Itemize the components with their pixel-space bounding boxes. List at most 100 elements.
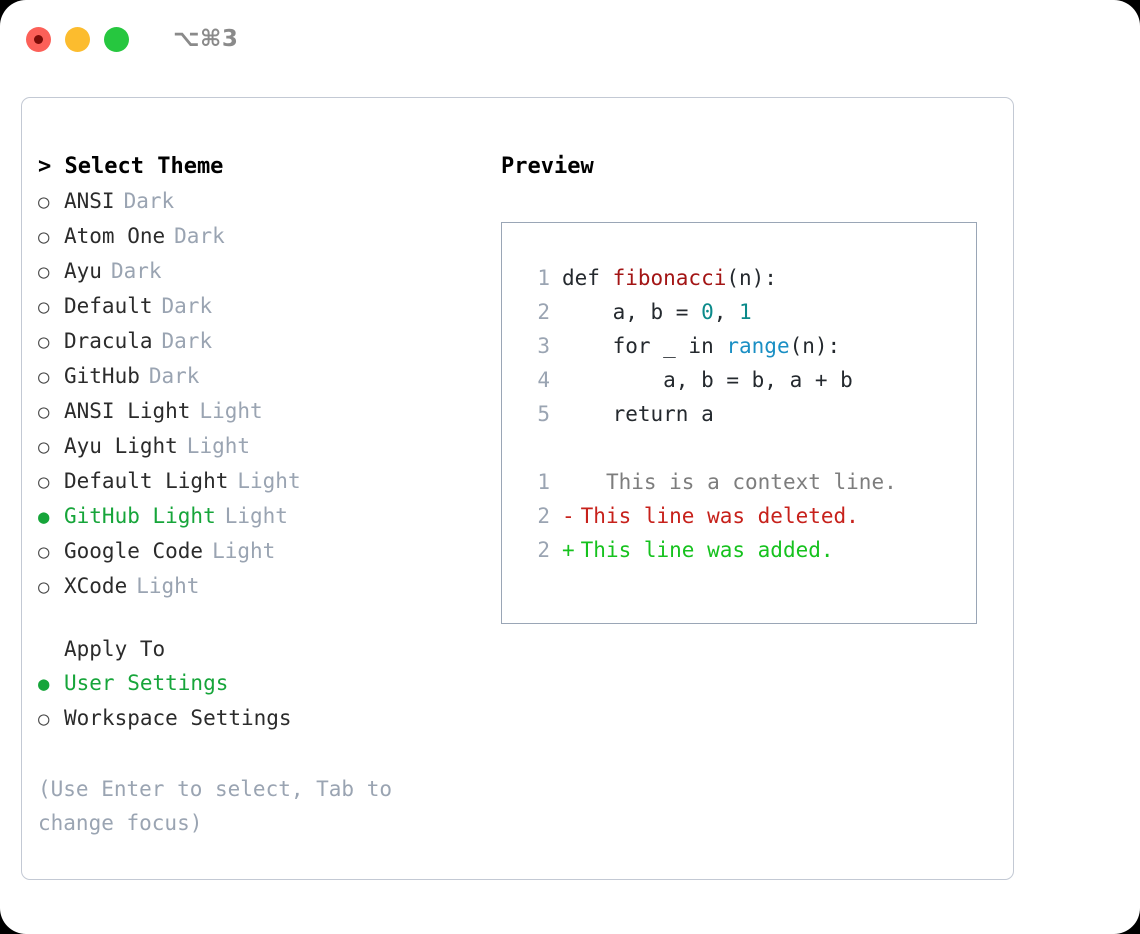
radio-unselected-icon: ○: [38, 296, 50, 318]
theme-category-tag: Dark: [110, 259, 162, 283]
code-line: 1 def fibonacci(n):: [520, 261, 976, 295]
window-controls: [26, 26, 129, 52]
diff-marker-icon: [562, 465, 575, 499]
theme-option-label: Default: [64, 294, 153, 318]
diff-line-number: 1: [537, 470, 550, 494]
theme-category-tag: Dark: [148, 364, 200, 388]
code-line-number: 1: [537, 266, 550, 290]
theme-option-label: Default Light: [64, 469, 229, 493]
code-token-plain: def: [562, 266, 613, 290]
radio-unselected-icon: ○: [38, 261, 50, 283]
theme-option-default-light[interactable]: ○ Default Light Light: [38, 464, 478, 499]
code-line-number: 5: [537, 402, 550, 426]
code-token-call: range: [726, 334, 790, 358]
apply-to-option-workspace-settings[interactable]: ○ Workspace Settings: [38, 701, 478, 736]
code-line-number: 3: [537, 334, 550, 358]
theme-option-xcode[interactable]: ○ XCode Light: [38, 569, 478, 604]
theme-option-default[interactable]: ○ Default Dark: [38, 289, 478, 324]
radio-selected-icon: ●: [38, 673, 50, 695]
code-token-plain: (n):: [726, 266, 777, 290]
minimize-button[interactable]: [65, 26, 90, 52]
preview-header: Preview: [501, 154, 594, 179]
theme-option-github-light[interactable]: ● GitHub Light Light: [38, 499, 478, 534]
title-bar: ⌥⌘3: [0, 0, 1140, 78]
radio-unselected-icon: ○: [38, 191, 50, 213]
code-line: 4 a, b = b, a + b: [520, 363, 976, 397]
select-theme-header: > Select Theme: [38, 154, 224, 179]
theme-option-label: GitHub Light: [64, 504, 216, 528]
theme-category-tag: Dark: [161, 294, 213, 318]
code-line-number: 4: [537, 368, 550, 392]
radio-unselected-icon: ○: [38, 436, 50, 458]
code-token-plain: (n):: [789, 334, 841, 358]
code-line-content: def fibonacci(n):: [562, 261, 777, 295]
code-token-plain: ,: [713, 300, 740, 324]
apply-to-option-user-settings[interactable]: ● User Settings: [38, 666, 478, 701]
diff-line-content: This line was added.: [580, 538, 834, 562]
theme-option-label: XCode: [64, 574, 128, 598]
diff-line-content: This line was deleted.: [580, 504, 859, 528]
apply-to-option-label: Workspace Settings: [64, 706, 292, 730]
code-line: 2 a, b = 0, 1: [520, 295, 976, 329]
code-token-num: 1: [739, 300, 752, 324]
diff-marker-icon: +: [562, 538, 575, 562]
radio-unselected-icon: ○: [38, 708, 50, 730]
diff-line-number: 2: [537, 504, 550, 528]
code-line-content: a, b = b, a + b: [562, 363, 853, 397]
code-line: 3 for _ in range(n):: [520, 329, 976, 363]
code-line-content: for _ in range(n):: [562, 329, 841, 363]
radio-unselected-icon: ○: [38, 401, 50, 423]
code-token-plain: for _ in: [562, 334, 727, 358]
theme-option-label: GitHub: [64, 364, 140, 388]
theme-category-tag: Light: [199, 399, 263, 423]
theme-option-label: Atom One: [64, 224, 166, 248]
code-token-plain: return a: [562, 402, 714, 426]
apply-to-option-list: ● User Settings ○ Workspace Settings: [38, 666, 478, 736]
apply-to-option-label: User Settings: [64, 671, 229, 695]
theme-option-ansi[interactable]: ○ ANSI Dark: [38, 184, 478, 219]
theme-option-label: Dracula: [64, 329, 153, 353]
theme-category-tag: Light: [136, 574, 200, 598]
theme-category-tag: Light: [212, 539, 276, 563]
radio-unselected-icon: ○: [38, 541, 50, 563]
radio-unselected-icon: ○: [38, 226, 50, 248]
apply-to-header: Apply To: [64, 637, 166, 661]
code-line-content: return a: [562, 397, 714, 431]
radio-selected-icon: ●: [38, 506, 50, 528]
code-token-num: 0: [701, 300, 714, 324]
diff-marker-icon: -: [562, 504, 575, 528]
radio-unselected-icon: ○: [38, 576, 50, 598]
theme-option-label: ANSI: [64, 189, 115, 213]
code-line-content: a, b = 0, 1: [562, 295, 752, 329]
theme-category-tag: Light: [224, 504, 288, 528]
code-token-func: fibonacci: [612, 266, 727, 290]
diff-line-ctx: 1 This is a context line.: [520, 465, 976, 499]
theme-option-label: Ayu Light: [64, 434, 178, 458]
diff-sample: 1 This is a context line.2-This line was…: [520, 465, 976, 567]
code-line: 5 return a: [520, 397, 976, 431]
close-button[interactable]: [26, 26, 51, 52]
diff-line-del: 2-This line was deleted.: [520, 499, 976, 533]
radio-unselected-icon: ○: [38, 331, 50, 353]
theme-option-atom-one[interactable]: ○ Atom One Dark: [38, 219, 478, 254]
diff-line-add: 2+This line was added.: [520, 533, 976, 567]
theme-category-tag: Light: [237, 469, 301, 493]
theme-category-tag: Dark: [174, 224, 225, 248]
radio-unselected-icon: ○: [38, 471, 50, 493]
theme-category-tag: Dark: [123, 189, 175, 213]
maximize-button[interactable]: [104, 26, 129, 52]
keyboard-hint-text: (Use Enter to select, Tab to change focu…: [38, 777, 393, 835]
code-line-number: 2: [537, 300, 550, 324]
